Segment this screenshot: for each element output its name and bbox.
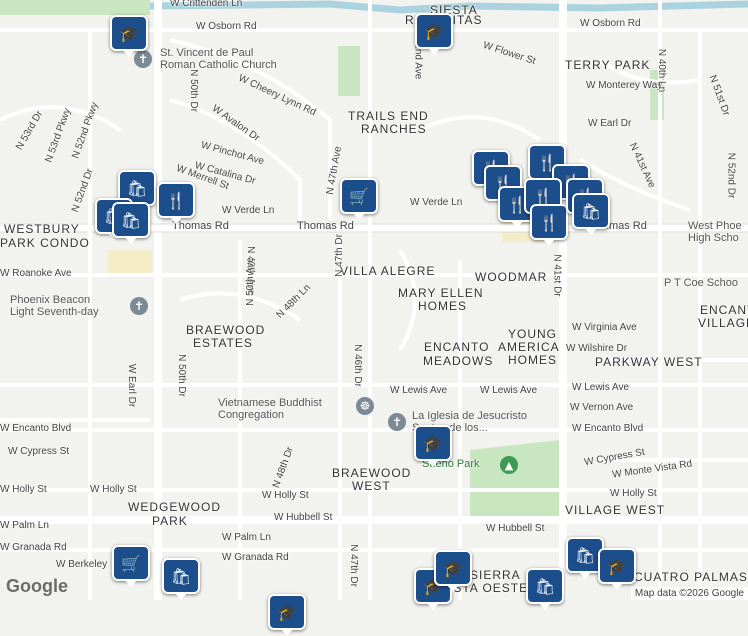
area-label: TRAILS END: [348, 109, 429, 123]
street-label: W Holly St: [610, 488, 657, 499]
street-label: N 46th Dr: [351, 344, 363, 387]
map-attribution[interactable]: Map data ©2026 Google: [630, 587, 748, 600]
street-label: W Osborn Rd: [580, 18, 641, 29]
area-label: CUATRO PALMAS: [634, 570, 748, 584]
area-label: VILLA ALEGRE: [340, 264, 436, 278]
shopping-cart-pin-icon[interactable]: 🛒: [112, 545, 150, 587]
street-label: N 50th Dr: [187, 69, 199, 112]
street-label: N 50th Dr: [175, 354, 187, 397]
area-label: WEST: [352, 479, 391, 493]
street-label: W Palm Ln: [0, 520, 49, 531]
street-label: Thomas Rd: [172, 220, 229, 232]
street-label: W Osborn Rd: [196, 21, 257, 32]
street-label: W Verde Ln: [222, 205, 275, 216]
area-label: ESTATES: [193, 336, 253, 350]
church-icon[interactable]: ✝: [134, 50, 152, 68]
street-label: N 40th Ln: [656, 48, 668, 93]
street-label: W Encanto Blvd: [0, 423, 72, 434]
street-label: N 50th Ave: [244, 257, 256, 306]
school-pin-icon[interactable]: 🎓: [598, 548, 636, 590]
area-label: RANCHES: [361, 122, 427, 136]
area-label: ENCANTO: [424, 340, 490, 354]
area-label: HOMES: [508, 353, 558, 367]
shopping-bag-pin-icon[interactable]: 🛍: [162, 558, 200, 600]
area-label: VILLAGE WEST: [565, 503, 666, 517]
area-label: MEADOWS: [423, 354, 494, 368]
google-logo: Google: [6, 576, 68, 596]
school-pin-icon[interactable]: 🎓: [415, 13, 453, 55]
street-label: N 41st Dr: [551, 254, 563, 297]
street-label: W Earl Dr: [588, 118, 632, 129]
street-label: W Monterey Way: [586, 80, 663, 91]
poi-label[interactable]: P T Coe Schoo: [664, 277, 738, 289]
area-label: VILLAGE: [698, 316, 748, 330]
area-label: WEDGEWOOD: [128, 500, 221, 514]
street-label: W Lewis Ave: [572, 382, 630, 393]
shopping-bag-pin-icon[interactable]: 🛍: [526, 568, 564, 610]
street-label: W Virginia Ave: [572, 322, 637, 333]
street-label: W Palm Ln: [222, 532, 271, 543]
street-label: W Holly St: [262, 490, 309, 501]
street-label: W Holly St: [90, 484, 137, 495]
area-label: MARY ELLEN: [398, 286, 484, 300]
school-pin-icon[interactable]: 🎓: [110, 15, 148, 57]
street-label: W Vernon Ave: [570, 402, 634, 413]
area-label: AMERICA: [498, 340, 560, 354]
school-pin-icon[interactable]: 🎓: [414, 425, 452, 467]
restaurant-pin-icon[interactable]: 🍴: [530, 204, 568, 246]
street-label: W Roanoke Ave: [0, 268, 72, 279]
area-label: SIERRA: [470, 568, 521, 582]
street-label: W Granada Rd: [0, 542, 67, 553]
area-label: PARK CONDO: [0, 236, 90, 250]
church-icon[interactable]: ✝: [130, 297, 148, 315]
area-label: PARKWAY WEST: [595, 355, 703, 369]
street-label: Thomas Rd: [297, 220, 354, 232]
street-label: W Hubbell St: [486, 523, 545, 534]
school-pin-icon[interactable]: 🎓: [268, 594, 306, 636]
school-pin-icon[interactable]: 🎓: [434, 550, 472, 592]
street-label: W Earl Dr: [126, 363, 138, 408]
street-label: W Granada Rd: [222, 552, 289, 563]
restaurant-pin-icon[interactable]: 🍴: [157, 182, 195, 224]
street-label: W Hubbell St: [274, 512, 333, 523]
shopping-bag-pin-icon[interactable]: 🛍: [572, 193, 610, 235]
area-label: WESTBURY: [4, 222, 80, 236]
street-label: N 52nd Dr: [725, 152, 737, 199]
street-label: W Wilshire Dr: [566, 343, 628, 354]
area-label: YOUNG: [508, 327, 558, 341]
church-icon[interactable]: ✝: [388, 413, 406, 431]
street-label: W Crittenden Ln: [170, 0, 243, 9]
street-label: W Lewis Ave: [480, 385, 538, 396]
park-icon[interactable]: ▲: [500, 456, 518, 474]
area-label: HOMES: [418, 299, 468, 313]
shopping-cart-pin-icon[interactable]: 🛒: [340, 178, 378, 220]
area-label: BRAEWOOD: [332, 466, 412, 480]
street-label: W Encanto Blvd: [572, 423, 644, 434]
street-label: N 47th Dr: [333, 234, 345, 277]
street-label: W Lewis Ave: [390, 385, 448, 396]
street-label: W Verde Ln: [410, 197, 463, 208]
street-label: W Cypress St: [8, 446, 70, 457]
street-label: W Berkeley: [56, 559, 108, 570]
area-label: WOODMAR: [475, 270, 548, 284]
area-label: ENCANT: [700, 303, 748, 317]
area-label: PARK: [152, 514, 188, 528]
area-label: TERRY PARK: [565, 58, 651, 72]
buddhist-temple-icon[interactable]: ☸: [356, 397, 374, 415]
street-label: W Holly St: [0, 484, 47, 495]
area-label: BRAEWOOD: [186, 323, 266, 337]
shopping-bag-pin-icon[interactable]: 🛍: [112, 202, 150, 244]
street-label: N 47th Dr: [347, 544, 359, 587]
